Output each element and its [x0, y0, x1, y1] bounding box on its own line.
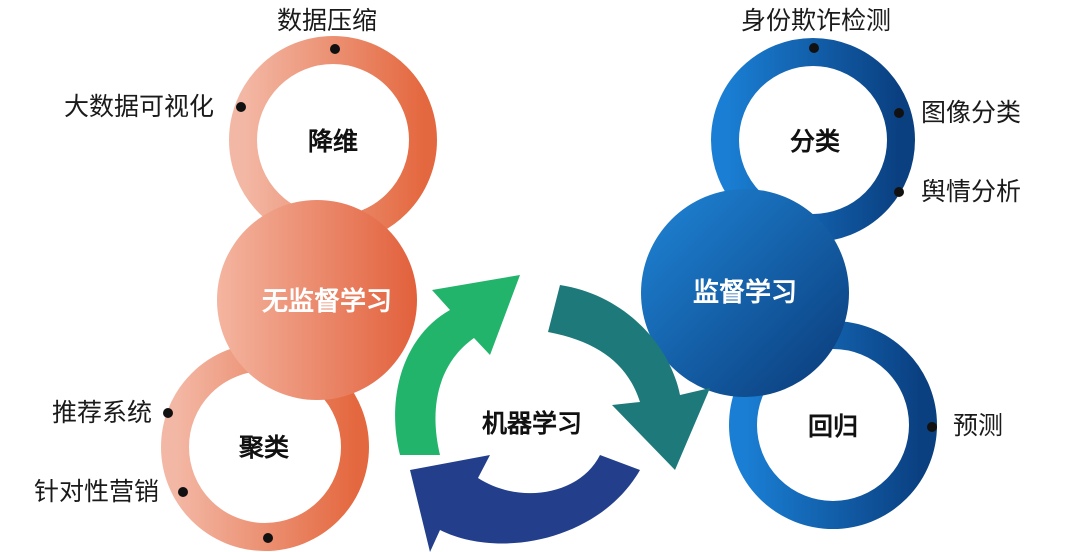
targeted-marketing-label: 针对性营销	[34, 477, 160, 506]
supervised-learning-hub	[641, 189, 849, 397]
unsupervised-learning-hub	[217, 200, 417, 400]
dot-identity-fraud	[809, 43, 819, 53]
supervised-learning-label: 监督学习	[692, 278, 798, 308]
big-data-visualization-label: 大数据可视化	[64, 92, 215, 121]
identity-fraud-label: 身份欺诈检测	[741, 6, 892, 35]
classification-label: 分类	[789, 127, 841, 156]
center-label: 机器学习	[481, 409, 583, 438]
cycle-arrow-bottom	[410, 455, 640, 552]
prediction-label: 预测	[953, 411, 1004, 440]
regression-label: 回归	[807, 412, 859, 441]
data-compression-label: 数据压缩	[277, 6, 378, 35]
dot-clustering-bottom	[263, 533, 273, 543]
dot-targeted-marketing	[178, 487, 188, 497]
dot-big-data-visualization	[236, 102, 246, 112]
dimensionality-reduction-label: 降维	[307, 127, 359, 156]
recommendation-system-label: 推荐系统	[52, 398, 153, 427]
cycle-arrow-upper	[395, 275, 520, 455]
sentiment-analysis-label: 舆情分析	[921, 177, 1022, 206]
cycle-arrow-right	[548, 285, 710, 470]
dot-sentiment-analysis	[894, 187, 904, 197]
image-classification-label: 图像分类	[921, 98, 1022, 127]
dot-recommendation-system	[163, 408, 173, 418]
clustering-label: 聚类	[238, 433, 290, 462]
dot-data-compression	[330, 44, 340, 54]
machine-learning-cycle	[395, 275, 710, 552]
dot-image-classification	[894, 108, 904, 118]
dot-prediction	[927, 422, 937, 432]
unsupervised-learning-label: 无监督学习	[261, 287, 393, 317]
